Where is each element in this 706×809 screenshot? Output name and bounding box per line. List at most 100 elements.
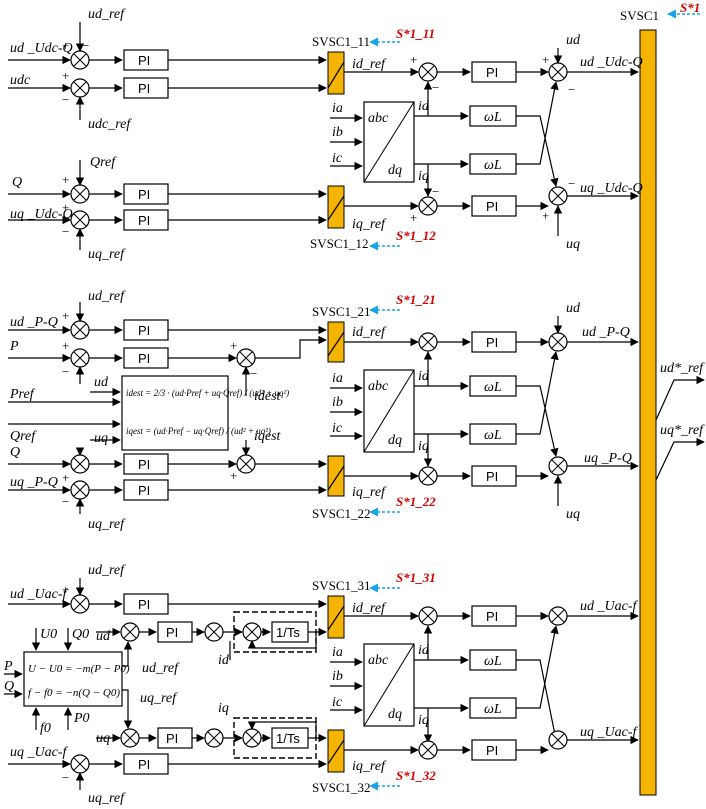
svg-text:uq: uq xyxy=(94,431,108,446)
input-udc-ref: udc_ref xyxy=(88,117,132,132)
svg-text:−: − xyxy=(250,366,257,381)
svg-text:Q0: Q0 xyxy=(72,627,89,642)
svg-text:ib: ib xyxy=(332,125,343,140)
svg-text:ia: ia xyxy=(332,101,343,116)
input-ud-ref-1: ud_ref xyxy=(88,7,126,22)
svg-text:ib: ib xyxy=(332,669,343,684)
output-ud-star-ref: ud*_ref xyxy=(660,361,705,376)
svg-text:−: − xyxy=(62,92,69,107)
section-udc-q: ud _Udc-Q udc ud_ref udc_ref + − + − PI … xyxy=(8,7,643,262)
switch-12-signal: S*1_12 xyxy=(396,228,436,243)
svg-text:+: + xyxy=(62,200,69,215)
svg-text:Qref: Qref xyxy=(90,155,117,170)
svg-text:PI: PI xyxy=(486,335,498,350)
svg-text:+: + xyxy=(62,338,69,353)
svg-text:Q: Q xyxy=(12,175,22,190)
svg-text:+: + xyxy=(542,52,549,67)
output-ud-uacf: ud _Uac-f xyxy=(580,599,638,614)
svg-text:iq_ref: iq_ref xyxy=(352,485,387,500)
svg-text:ic: ic xyxy=(332,151,343,166)
svg-text:ia: ia xyxy=(332,645,343,660)
svg-text:PI: PI xyxy=(138,483,150,498)
svg-text:uq_ref: uq_ref xyxy=(88,517,126,532)
svg-text:1/Ts: 1/Ts xyxy=(276,625,300,640)
svg-text:−: − xyxy=(82,38,89,53)
svg-text:abc: abc xyxy=(368,111,389,126)
svg-text:P: P xyxy=(3,659,13,674)
input-udc: udc xyxy=(10,73,31,88)
svg-text:PI: PI xyxy=(138,213,150,228)
section-p-q: ud_ref ud _P-Q P + + − PI PI + − idest i… xyxy=(8,289,639,532)
svg-text:iq: iq xyxy=(418,439,429,454)
svg-text:iqest: iqest xyxy=(254,429,282,444)
svg-text:+: + xyxy=(62,308,69,323)
switch-21-label: SVSC1_21 xyxy=(312,304,371,319)
svg-text:uq: uq xyxy=(566,237,580,252)
svg-text:ωL: ωL xyxy=(484,158,502,173)
svg-text:P: P xyxy=(9,339,19,354)
switch-32-signal: S*1_32 xyxy=(396,768,436,783)
pi-block: PI xyxy=(138,53,150,68)
svg-text:−: − xyxy=(568,82,575,97)
svg-text:PI: PI xyxy=(138,457,150,472)
svg-text:PI: PI xyxy=(138,187,150,202)
svg-text:−: − xyxy=(432,80,439,95)
input-ud-pq: ud _P-Q xyxy=(10,315,58,330)
switch-12-label: SVSC1_12 xyxy=(310,236,369,251)
svg-text:id_ref: id_ref xyxy=(352,601,387,616)
svg-text:PI: PI xyxy=(486,609,498,624)
svg-text:uq_ref: uq_ref xyxy=(88,791,126,806)
svg-text:+: + xyxy=(62,470,69,485)
svg-text:id_ref: id_ref xyxy=(352,57,387,72)
svg-text:+: + xyxy=(230,468,237,483)
svg-text:PI: PI xyxy=(138,757,150,772)
output-uq-udcq: uq _Udc-Q xyxy=(580,181,643,196)
svg-text:PI: PI xyxy=(138,323,150,338)
svg-text:PI: PI xyxy=(486,469,498,484)
svg-text:id_ref: id_ref xyxy=(352,325,387,340)
switch-32-label: SVSC1_32 xyxy=(312,780,371,795)
svg-text:Pref: Pref xyxy=(9,387,36,402)
output-ud-udcq: ud _Udc-Q xyxy=(580,55,643,70)
svg-text:iq_ref: iq_ref xyxy=(352,217,387,232)
main-switch-label: SVSC1 xyxy=(620,8,659,23)
svg-text:idest: idest xyxy=(254,389,282,404)
svg-text:iq_ref: iq_ref xyxy=(352,759,387,774)
svg-text:−: − xyxy=(62,770,69,785)
input-uq-udcq: uq _Udc-Q xyxy=(10,207,73,222)
svg-text:−: − xyxy=(62,364,69,379)
svg-text:dq: dq xyxy=(388,163,402,178)
svg-text:ib: ib xyxy=(332,395,343,410)
svg-text:PI: PI xyxy=(166,731,178,746)
svg-text:+: + xyxy=(410,210,417,225)
svg-text:+: + xyxy=(62,38,69,53)
svg-text:1/Ts: 1/Ts xyxy=(276,731,300,746)
svg-text:ωL: ωL xyxy=(484,110,502,125)
svg-text:ωL: ωL xyxy=(484,654,502,669)
svg-text:ic: ic xyxy=(332,695,343,710)
svg-text:uq: uq xyxy=(566,507,580,522)
main-switch-outputs: ud*_ref uq*_ref xyxy=(655,361,705,481)
input-ud-uacf: ud _Uac-f xyxy=(10,587,68,602)
svg-text:PI: PI xyxy=(138,597,150,612)
svg-text:U0: U0 xyxy=(40,627,57,642)
svg-text:ωL: ωL xyxy=(484,428,502,443)
output-ud-pq: ud _P-Q xyxy=(582,325,630,340)
svg-text:iq: iq xyxy=(418,713,429,728)
svg-text:−: − xyxy=(62,224,69,239)
svg-text:P0: P0 xyxy=(73,711,90,726)
pi-block: PI xyxy=(138,81,150,96)
svg-text:Qref: Qref xyxy=(10,429,37,444)
svg-text:ωL: ωL xyxy=(484,380,502,395)
switch-11-label: SVSC1_11 xyxy=(312,34,370,49)
svg-text:+: + xyxy=(542,208,549,223)
svg-text:ic: ic xyxy=(332,421,343,436)
input-ud-udcq: ud _Udc-Q xyxy=(10,41,73,56)
switch-31-label: SVSC1_31 xyxy=(312,578,371,593)
input-uq-uacf: uq _Uac-f xyxy=(10,745,68,760)
svg-text:ud: ud xyxy=(96,629,111,644)
switch-11-signal: S*1_11 xyxy=(396,26,435,41)
svg-text:ud_ref: ud_ref xyxy=(142,661,180,676)
input-uq-pq: uq _P-Q xyxy=(10,475,58,490)
